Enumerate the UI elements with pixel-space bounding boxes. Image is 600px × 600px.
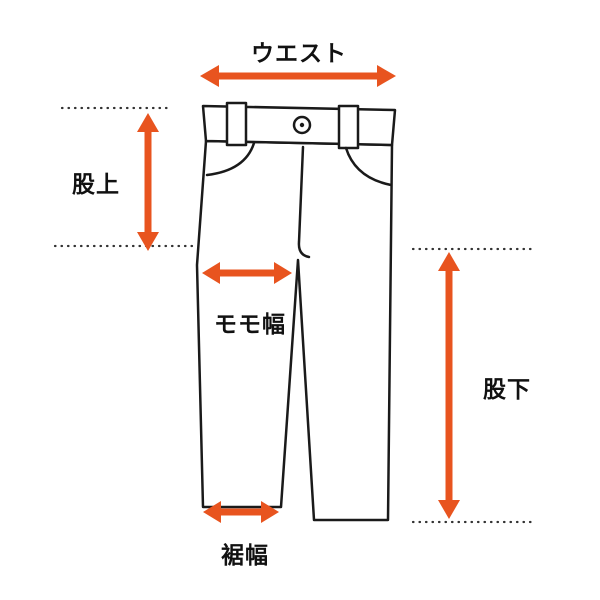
hem-width-arrow [203,501,279,523]
pocket-left-line [205,141,256,177]
inseam-arrow [438,252,460,519]
waist-button-hole [299,122,305,128]
pocket-right-line [344,146,393,187]
rise-arrow [137,113,159,251]
thigh-width-arrow [202,262,292,284]
pants-fly-line [297,145,311,259]
waist-arrow [200,65,396,87]
belt-loop-right [337,104,360,150]
pants-body-outline [195,139,394,522]
rise-label: 股上 [72,171,120,197]
belt-loop-left [225,101,248,147]
waist-label: ウエスト [251,40,347,66]
thigh-width-label: モモ幅 [214,311,286,337]
inseam-label: 股下 [483,376,531,402]
hem-width-label: 裾幅 [221,542,269,568]
pants-illustration [195,101,397,522]
